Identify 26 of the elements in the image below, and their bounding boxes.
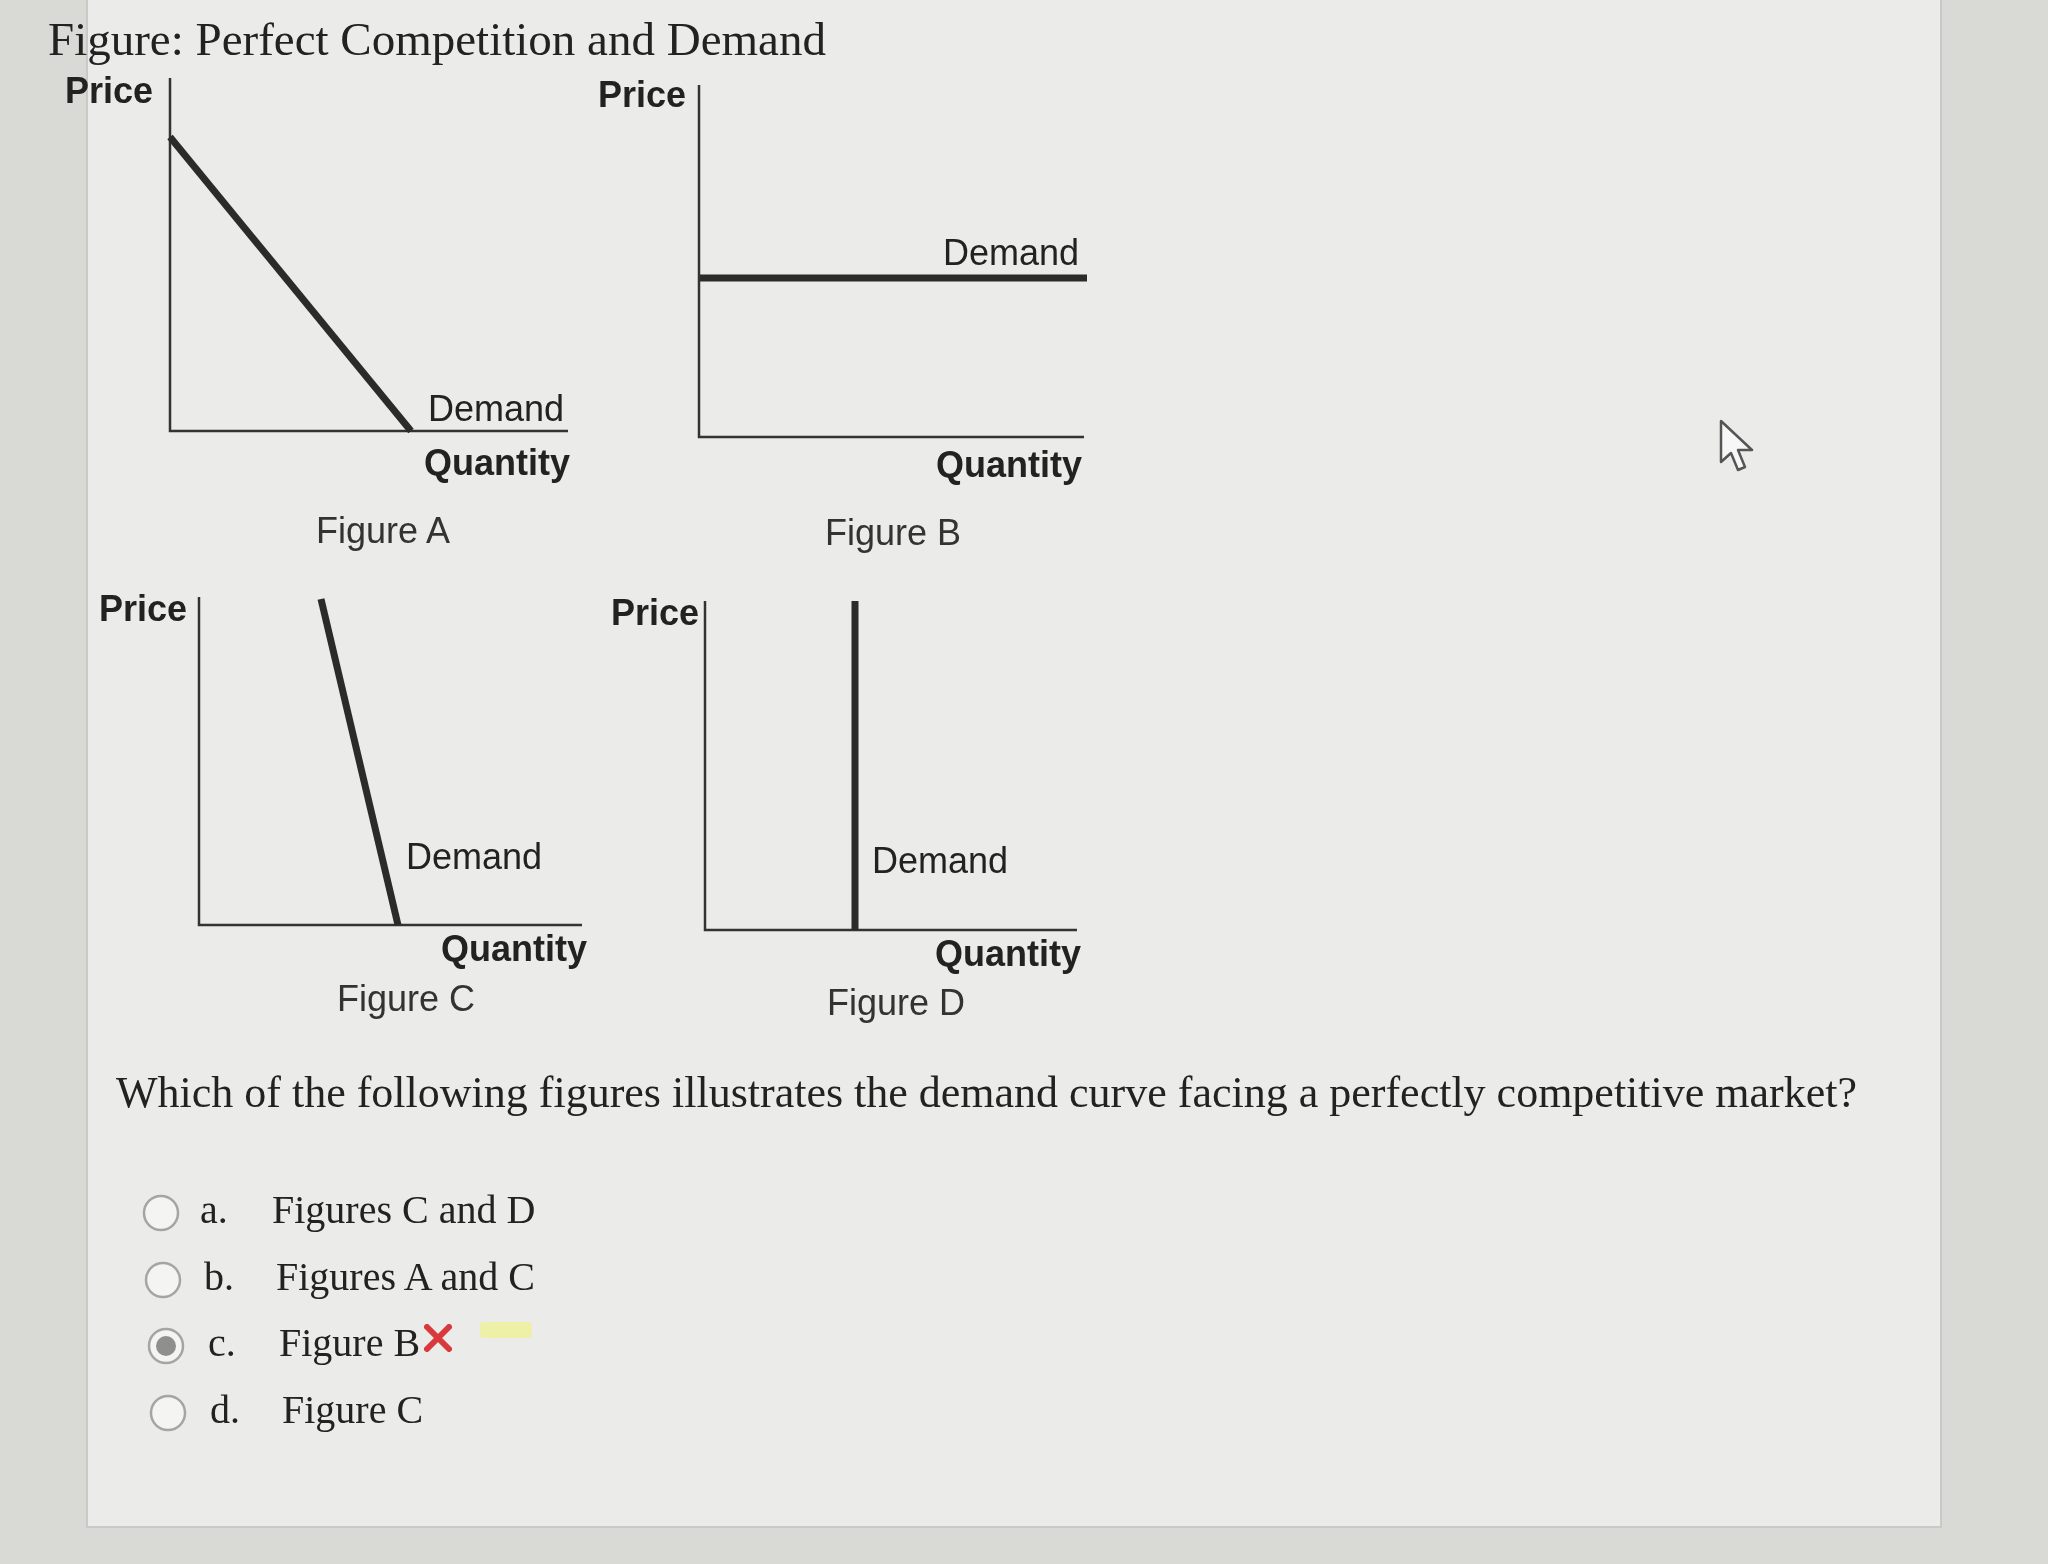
curve-label: Demand bbox=[943, 232, 1080, 274]
option-text: Figure C bbox=[282, 1387, 424, 1433]
axis-label: Quantity bbox=[441, 928, 587, 970]
axis-label: Quantity bbox=[936, 444, 1082, 486]
option-letter: a. bbox=[200, 1187, 228, 1233]
axis-label: Price bbox=[598, 74, 687, 116]
option-letter: d. bbox=[210, 1387, 240, 1433]
figure-caption: Figure B bbox=[825, 512, 962, 554]
question-text: Which of the following figures illustrates the demand curve facing a perfectly competitive market? bbox=[116, 1068, 1857, 1119]
option-letter: b. bbox=[204, 1254, 234, 1300]
axis-label: Price bbox=[99, 588, 188, 630]
figure-caption: Figure A bbox=[316, 510, 451, 552]
figure-title: Figure: Perfect Competition and Demand bbox=[48, 12, 826, 67]
axis-label: Quantity bbox=[424, 442, 570, 484]
option-text: Figure B bbox=[279, 1320, 421, 1366]
option-letter: c. bbox=[208, 1320, 236, 1366]
option-text: Figures C and D bbox=[272, 1187, 536, 1233]
figure-caption: Figure D bbox=[827, 982, 966, 1024]
axis-label: Price bbox=[65, 70, 154, 112]
option-text: Figures A and C bbox=[276, 1254, 535, 1300]
curve-label: Demand bbox=[406, 836, 543, 878]
curve-label: Demand bbox=[872, 840, 1009, 882]
axis-label: Price bbox=[611, 592, 700, 634]
curve-label: Demand bbox=[428, 388, 565, 430]
axis-label: Quantity bbox=[935, 933, 1081, 975]
figure-caption: Figure C bbox=[337, 978, 476, 1020]
